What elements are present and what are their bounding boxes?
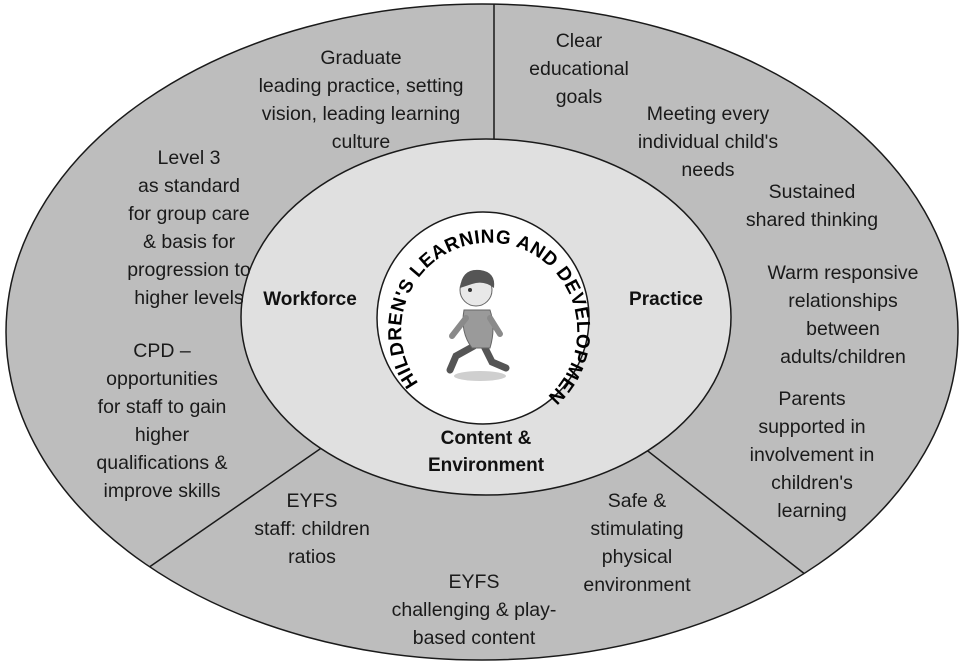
note-clear-goals: Clear educational goals bbox=[529, 30, 629, 108]
note-line: & basis for bbox=[143, 231, 236, 253]
note-cpd: CPD – opportunities for staff to gain hi… bbox=[96, 340, 227, 502]
note-line: relationships bbox=[788, 290, 898, 312]
note-line: EYFS bbox=[449, 571, 500, 593]
note-line: educational bbox=[529, 58, 629, 80]
note-line: opportunities bbox=[106, 368, 218, 390]
note-line: shared thinking bbox=[746, 209, 878, 231]
note-level3: Level 3 as standard for group care & bas… bbox=[127, 147, 251, 309]
note-challenging-content: EYFS challenging & play- based content bbox=[392, 571, 557, 649]
note-line: individual child's bbox=[638, 131, 779, 153]
note-line: between bbox=[806, 318, 880, 340]
note-parents: Parents supported in involvement in chil… bbox=[750, 388, 875, 522]
note-line: EYFS bbox=[287, 490, 338, 512]
note-line: higher levels bbox=[134, 287, 244, 309]
note-line: leading practice, setting bbox=[259, 75, 464, 97]
note-line: staff: children bbox=[254, 518, 370, 540]
note-line: culture bbox=[332, 131, 391, 153]
note-line: physical bbox=[602, 546, 672, 568]
note-line: Graduate bbox=[320, 47, 401, 69]
note-line: adults/children bbox=[780, 346, 906, 368]
note-individual-needs: Meeting every individual child's needs bbox=[638, 103, 779, 181]
note-line: ratios bbox=[288, 546, 336, 568]
note-line: Safe & bbox=[608, 490, 667, 512]
sector-label-practice: Practice bbox=[629, 289, 703, 310]
note-line: Level 3 bbox=[158, 147, 221, 169]
note-line: improve skills bbox=[103, 480, 220, 502]
sector-label-line: Environment bbox=[428, 455, 545, 476]
note-line: supported in bbox=[758, 416, 865, 438]
note-line: as standard bbox=[138, 175, 240, 197]
note-line: for group care bbox=[128, 203, 249, 225]
note-line: progression to bbox=[127, 259, 251, 281]
note-line: vision, leading learning bbox=[262, 103, 460, 125]
sector-label-content-environment: Content & Environment bbox=[428, 428, 545, 476]
note-line: Warm responsive bbox=[768, 262, 919, 284]
note-ratios: EYFS staff: children ratios bbox=[254, 490, 370, 568]
note-line: Parents bbox=[778, 388, 845, 410]
note-safe-environment: Safe & stimulating physical environment bbox=[583, 490, 691, 596]
note-sustained-thinking: Sustained shared thinking bbox=[746, 181, 878, 231]
note-line: CPD – bbox=[133, 340, 191, 362]
running-child-icon bbox=[446, 269, 510, 381]
note-graduate: Graduate leading practice, setting visio… bbox=[259, 47, 464, 153]
note-line: Meeting every bbox=[647, 103, 770, 125]
note-line: higher bbox=[135, 424, 190, 446]
note-line: Sustained bbox=[769, 181, 856, 203]
note-line: qualifications & bbox=[96, 452, 227, 474]
note-line: Clear bbox=[556, 30, 603, 52]
note-line: children's bbox=[771, 472, 853, 494]
note-line: based content bbox=[413, 627, 536, 649]
note-line: needs bbox=[681, 159, 734, 181]
note-line: goals bbox=[556, 86, 603, 108]
sector-label-line: Content & bbox=[441, 428, 532, 449]
note-line: environment bbox=[583, 574, 691, 596]
note-line: stimulating bbox=[590, 518, 683, 540]
sector-label-workforce: Workforce bbox=[263, 289, 357, 310]
note-line: challenging & play- bbox=[392, 599, 557, 621]
note-line: involvement in bbox=[750, 444, 875, 466]
note-warm-relationships: Warm responsive relationships between ad… bbox=[768, 262, 919, 368]
note-line: for staff to gain bbox=[98, 396, 227, 418]
note-line: learning bbox=[777, 500, 846, 522]
